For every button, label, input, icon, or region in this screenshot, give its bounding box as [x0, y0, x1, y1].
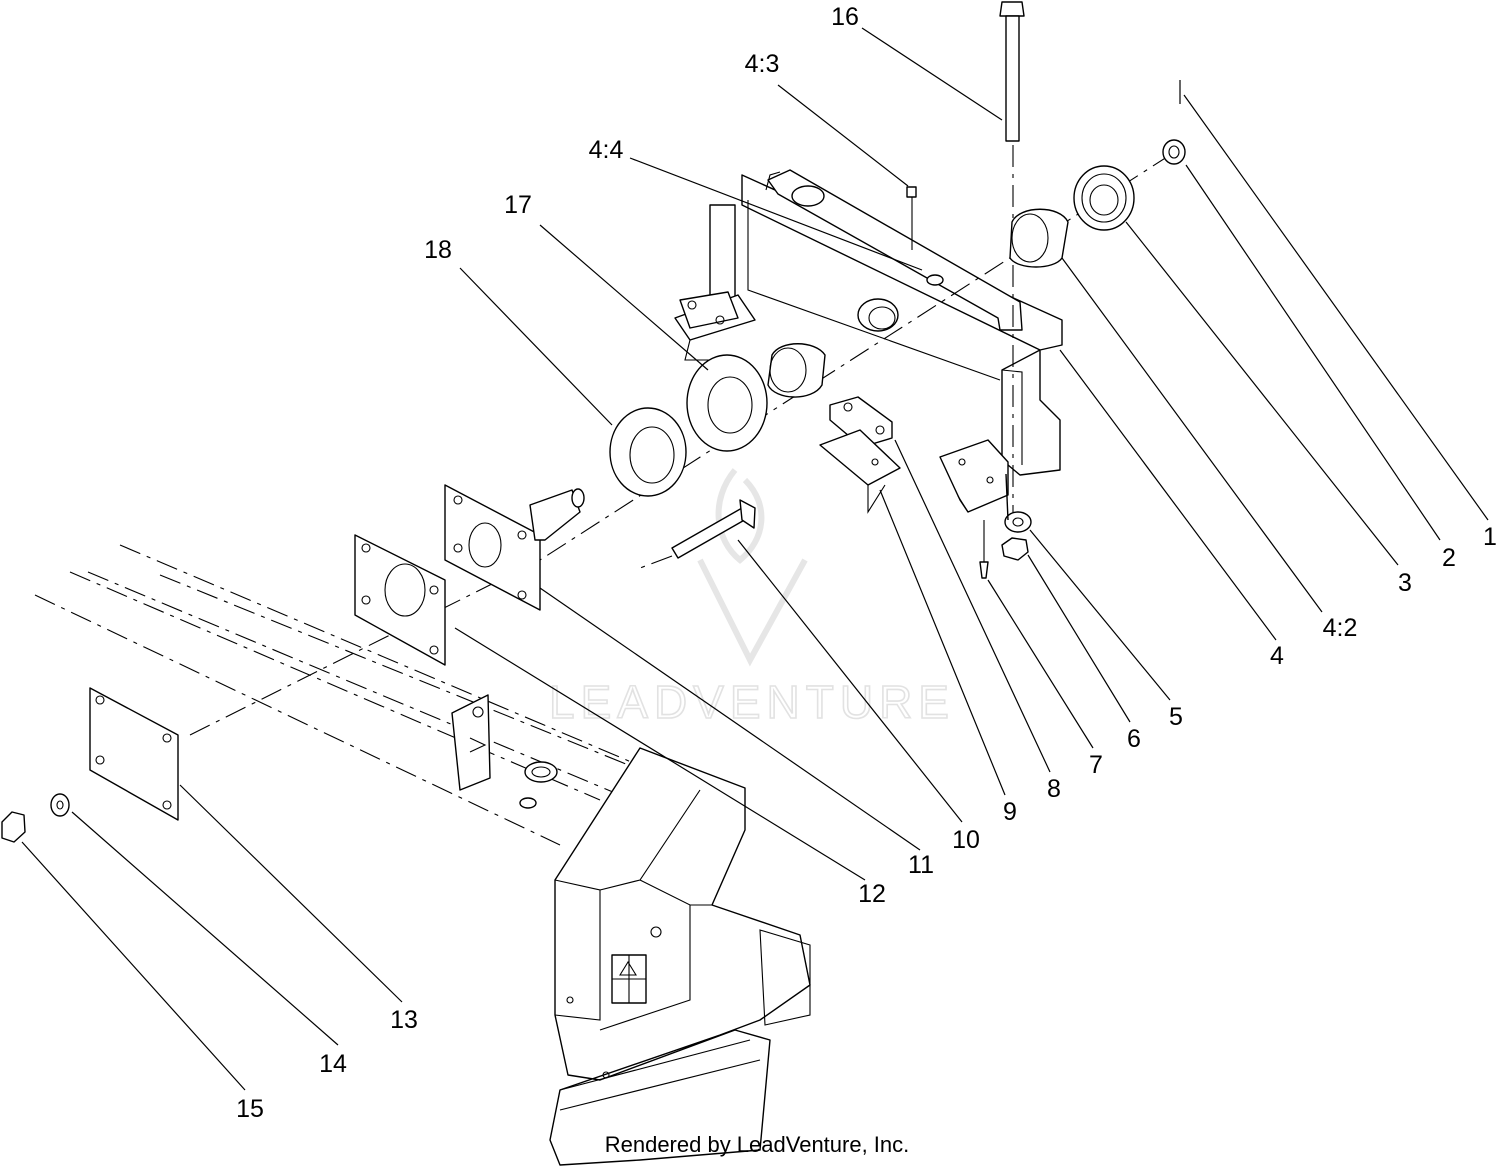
shaft-plate-11 — [444, 484, 585, 611]
yoke-bracket — [674, 169, 1063, 513]
main-frame — [34, 544, 811, 1166]
castle-nut-2 — [1162, 139, 1186, 165]
callout-5: 5 — [1169, 703, 1183, 731]
leader-lines — [21, 27, 1489, 1091]
grease-fitting — [906, 186, 917, 250]
callout-17: 17 — [504, 191, 532, 219]
callout-14: 14 — [319, 1050, 347, 1078]
callout-4-4: 4:4 — [589, 136, 624, 164]
pivot-pin-10 — [639, 499, 756, 569]
callout-12: 12 — [858, 880, 886, 908]
flame-logo-icon — [697, 468, 808, 667]
callout-1: 1 — [1483, 523, 1497, 551]
watermark-text: LEADVENTURE — [549, 676, 955, 728]
callout-8: 8 — [1047, 775, 1061, 803]
callout-15: 15 — [236, 1095, 264, 1123]
callout-4-2: 4:2 — [1323, 614, 1358, 642]
washer-18 — [609, 407, 687, 497]
nut-15 — [1, 811, 26, 843]
callout-3: 3 — [1398, 569, 1412, 597]
callout-10: 10 — [952, 826, 980, 854]
bearing-block-8-9 — [819, 396, 901, 514]
callout-labels: 16 4:3 4:4 17 18 1 2 3 4:2 4 5 6 7 8 9 1… — [236, 3, 1497, 1123]
seal-3 — [1073, 165, 1135, 231]
callout-16: 16 — [831, 3, 859, 31]
hardware-5-6-7 — [979, 473, 1032, 579]
callout-4: 4 — [1270, 642, 1284, 670]
callout-4-3: 4:3 — [745, 50, 780, 78]
bushing-17 — [686, 343, 826, 452]
callout-18: 18 — [424, 236, 452, 264]
leadventure-watermark: LEADVENTURE — [548, 468, 955, 729]
bolt-16 — [999, 1, 1025, 530]
plate-13 — [89, 687, 179, 821]
rendered-by-footer: Rendered by LeadVenture, Inc. — [605, 1132, 910, 1157]
plate-12 — [354, 534, 446, 666]
callout-7: 7 — [1089, 751, 1103, 779]
callout-13: 13 — [390, 1006, 418, 1034]
callout-9: 9 — [1003, 798, 1017, 826]
bushing-4-2 — [1009, 208, 1069, 268]
callout-2: 2 — [1442, 544, 1456, 572]
callout-6: 6 — [1127, 725, 1141, 753]
callout-11: 11 — [908, 851, 934, 879]
washer-14 — [50, 793, 70, 817]
